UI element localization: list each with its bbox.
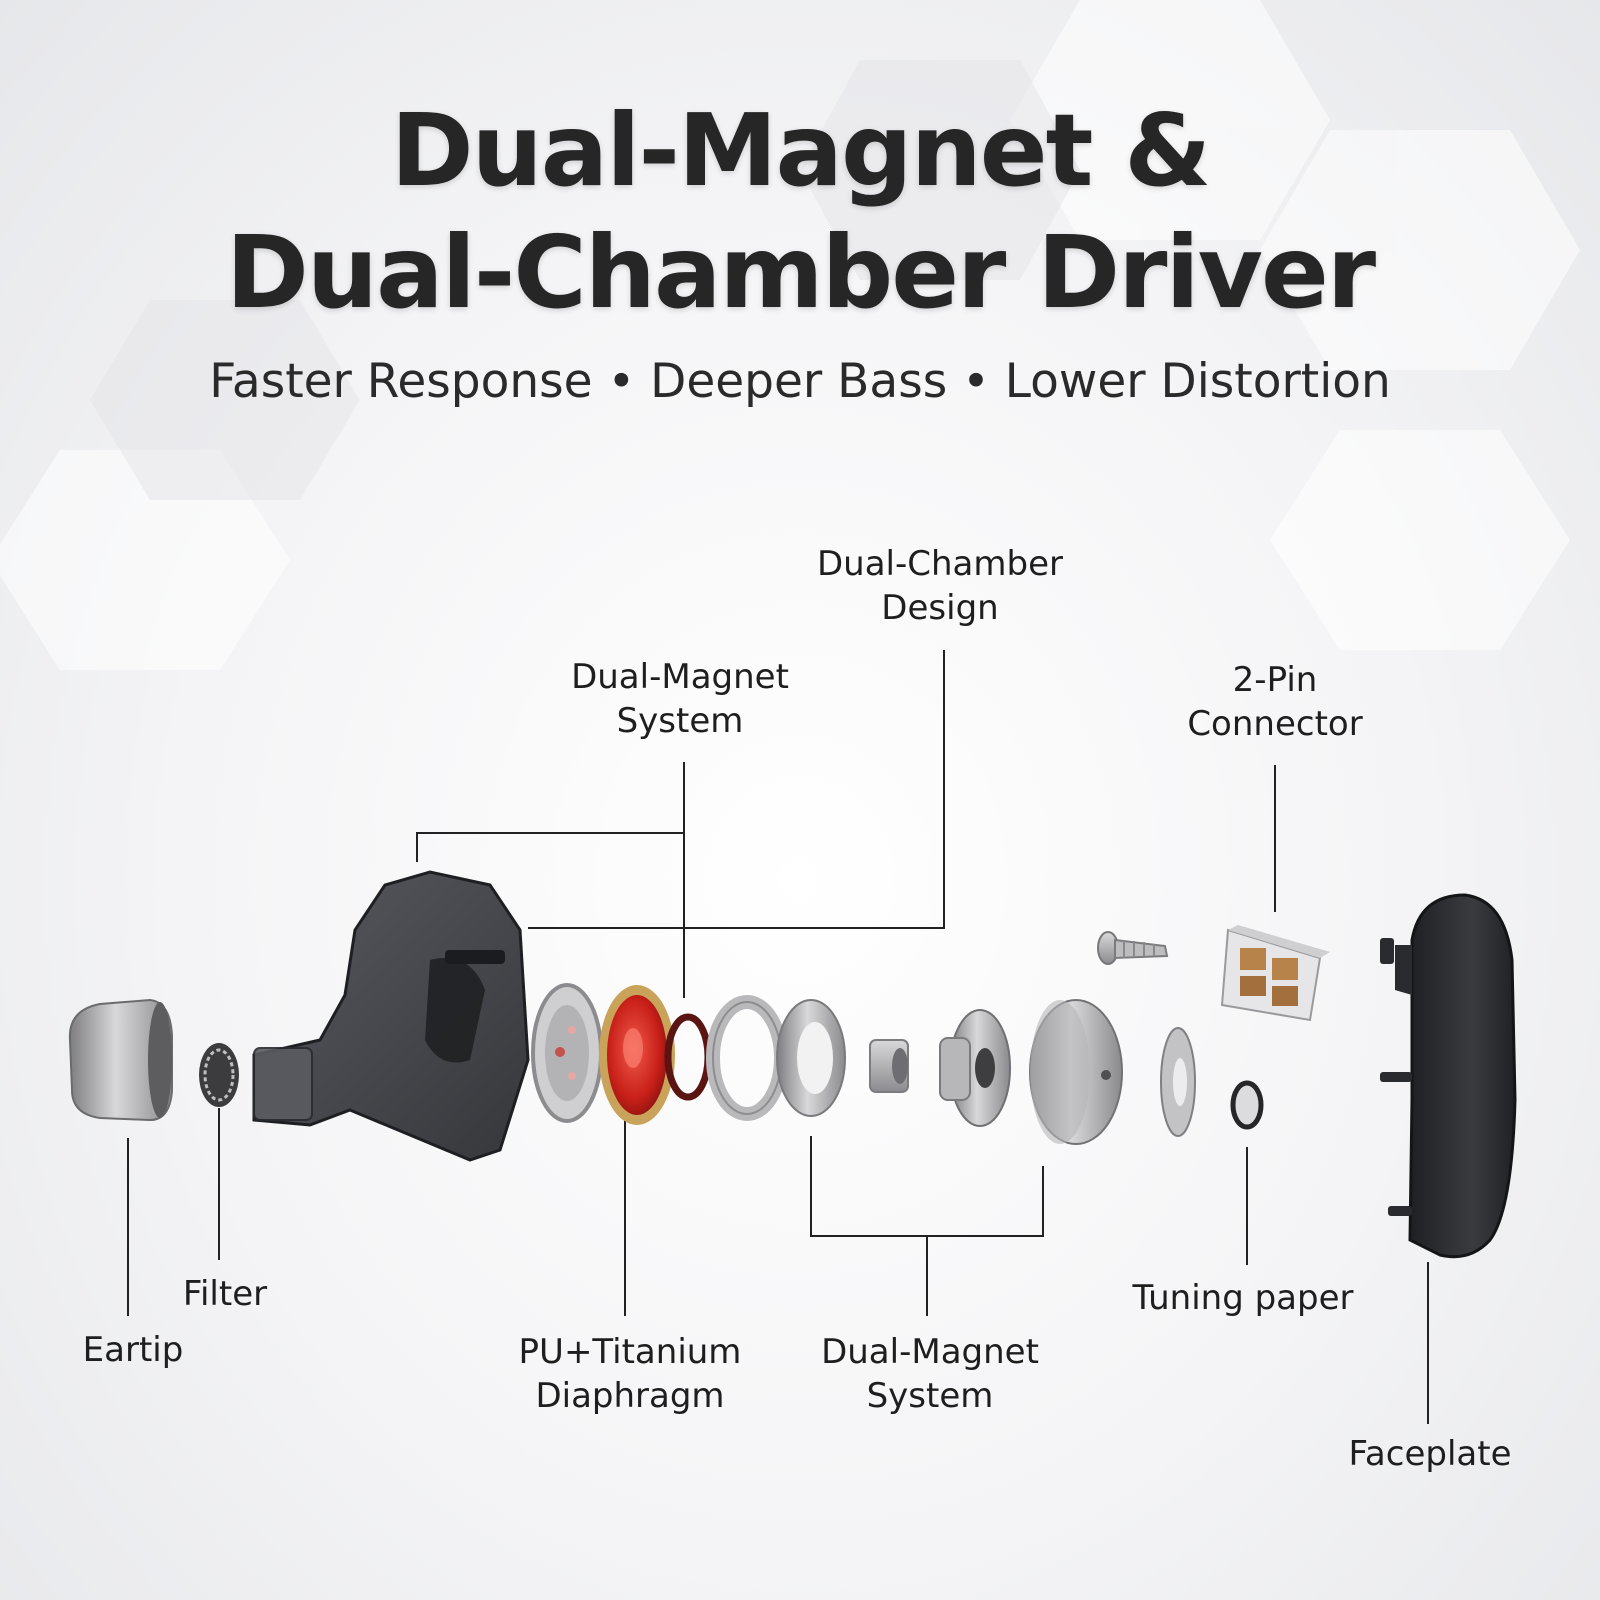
page-subtitle: Faster Response • Deeper Bass • Lower Di… <box>209 354 1391 409</box>
front-cavity-ring-part <box>531 983 603 1123</box>
label-faceplate: Faceplate <box>1348 1434 1512 1474</box>
diaphragm-part <box>599 985 675 1125</box>
faceplate-part <box>1380 893 1517 1259</box>
label-eartip: Eartip <box>82 1330 184 1370</box>
washer-part <box>706 995 788 1121</box>
2pin-connector-part <box>1220 925 1330 1022</box>
pole-piece-part <box>939 1009 1011 1127</box>
leader-dual-magnet-bottom <box>810 1136 1044 1237</box>
small-magnet-part <box>869 1039 909 1093</box>
label-2pin-connector: 2-Pin Connector <box>1187 660 1363 745</box>
tuning-paper-part <box>1230 1080 1264 1130</box>
leader-dual-magnet-top <box>416 832 685 998</box>
magnet-ring-part <box>776 999 846 1117</box>
magnet-cup-part <box>1029 999 1123 1145</box>
leader-lines <box>127 650 1429 1424</box>
screw-part <box>1097 931 1169 965</box>
filter-part <box>199 1043 239 1107</box>
background-hex-pattern <box>0 0 1580 670</box>
page-title-line-1: Dual-Magnet & <box>390 92 1212 209</box>
label-tuning-paper: Tuning paper <box>1132 1278 1354 1318</box>
back-washer-part <box>1160 1027 1196 1137</box>
leader-dual-chamber <box>528 650 945 929</box>
shell-cavity-part <box>252 870 530 1162</box>
eartip-part <box>68 998 173 1122</box>
label-filter: Filter <box>182 1274 268 1314</box>
label-dual-chamber-design: Dual-Chamber Design <box>816 544 1064 629</box>
label-diaphragm: PU+Titanium Diaphragm <box>518 1332 742 1417</box>
label-dual-magnet-system-bottom: Dual-Magnet System <box>821 1332 1039 1417</box>
label-dual-magnet-system-top: Dual-Magnet System <box>571 657 789 742</box>
title-block: Dual-Magnet & Dual-Chamber Driver <box>0 90 1600 334</box>
page-title-line-2: Dual-Chamber Driver <box>225 214 1376 331</box>
